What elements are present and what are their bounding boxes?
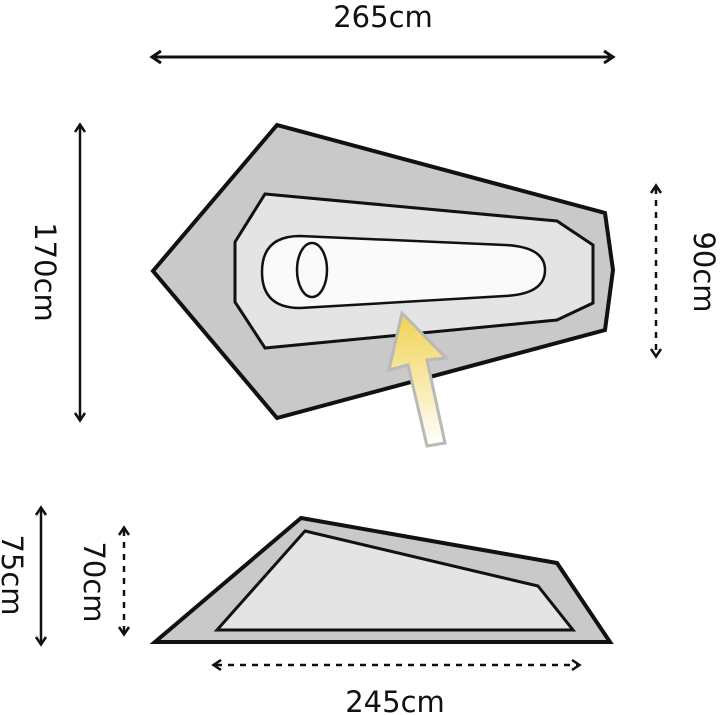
outer-height-label: 75cm: [0, 534, 29, 615]
inner-width-label: 90cm: [687, 231, 720, 312]
width-label: 170cm: [28, 222, 62, 322]
side-inner-outline: [213, 529, 577, 632]
length-dimension: 265cm: [149, 0, 616, 65]
tent-top-view: [150, 122, 616, 421]
sleeping-bag-head: [295, 241, 329, 299]
outer-height-dimension: 75cm: [0, 505, 48, 647]
width-dimension: 170cm: [28, 122, 87, 423]
inner-height-label: 70cm: [77, 541, 111, 622]
tent-side-view: [149, 515, 614, 644]
length-label: 265cm: [333, 0, 433, 34]
entrance-arrow-icon: [386, 309, 450, 448]
sleeping-bag: [260, 234, 547, 310]
inner-height-dimension: 70cm: [77, 525, 131, 637]
inner-length-dimension: 245cm: [211, 658, 582, 715]
inner-width-dimension: 90cm: [649, 183, 720, 359]
inner-length-label: 245cm: [345, 685, 445, 715]
